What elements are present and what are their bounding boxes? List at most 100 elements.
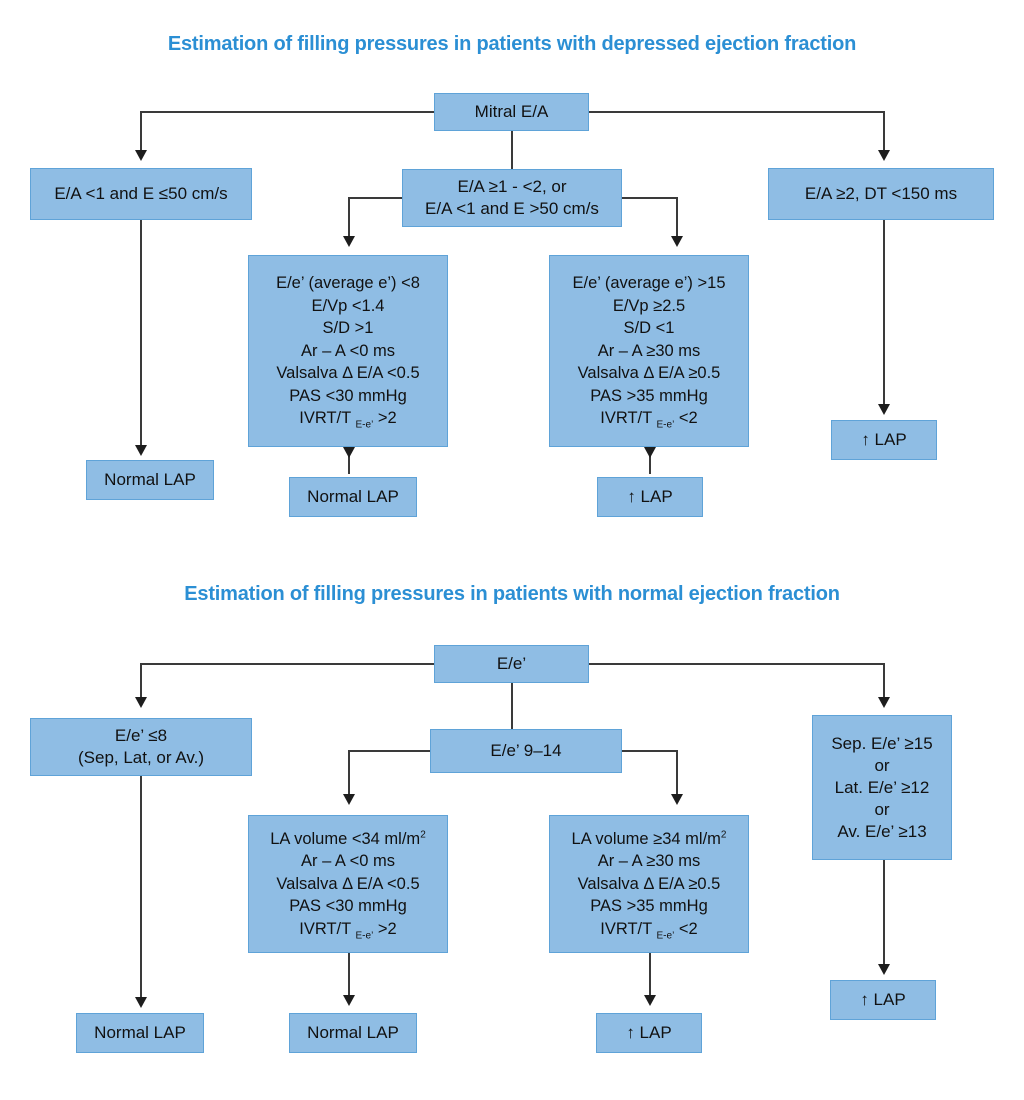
- s2-branch-b-line-1: E/e’ 9–14: [490, 741, 562, 760]
- s2-branch-c-line-5: Av. E/e’ ≥13: [837, 821, 927, 841]
- s2-root-left-arrow: [135, 697, 147, 708]
- s1-criteria-left-line-4: Ar – A <0 ms: [300, 341, 395, 360]
- s2-branch-a-arrow: [135, 997, 147, 1008]
- s1-criteria-right-line-7: IVRT/T E-e’ <2: [600, 409, 698, 431]
- section-1-title: Estimation of filling pressures in patie…: [167, 33, 857, 55]
- s1-branch-b-box[interactable]: E/A ≥1 - <2, or E/A <1 and E >50 cm/s: [402, 169, 622, 227]
- s2-outcome-b-left[interactable]: Normal LAP: [289, 1013, 417, 1053]
- s1-criteria-left-line-5: Valsalva Δ E/A <0.5: [276, 364, 420, 383]
- s1-criteria-left-stem: [348, 447, 350, 474]
- s2-criteria-left-line-5: IVRT/T E-e’ >2: [299, 919, 397, 942]
- s2-branch-b-right-arrow: [671, 794, 683, 805]
- s1-outcome-b-left[interactable]: Normal LAP: [289, 477, 417, 517]
- s1-outcome-c-label: ↑ LAP: [861, 430, 907, 449]
- s1-criteria-left-line-3: S/D >1: [322, 319, 374, 338]
- s2-root-right-line: [588, 663, 884, 665]
- s1-root-center-drop: [511, 131, 513, 169]
- s1-criteria-right-line-5: Valsalva Δ E/A ≥0.5: [577, 364, 721, 383]
- s1-outcome-b-right[interactable]: ↑ LAP: [597, 477, 703, 517]
- s2-branch-c-arrow: [878, 964, 890, 975]
- s1-branch-c-box[interactable]: E/A ≥2, DT <150 ms: [768, 168, 994, 220]
- s1-criteria-right-line-1: E/e’ (average e’) >15: [572, 274, 726, 293]
- s2-branch-c-line-4: or: [874, 799, 890, 819]
- s2-outcome-b-left-label: Normal LAP: [307, 1023, 399, 1042]
- s1-branch-b-right-arrow: [671, 236, 683, 247]
- s2-criteria-right-arrow: [644, 995, 656, 1006]
- s1-branch-b-line-2: E/A <1 and E >50 cm/s: [425, 199, 599, 218]
- s2-branch-b-box[interactable]: E/e’ 9–14: [430, 729, 622, 773]
- s1-outcome-a[interactable]: Normal LAP: [86, 460, 214, 500]
- s1-criteria-left-line-6: PAS <30 mmHg: [289, 386, 407, 405]
- s1-criteria-left-arrow: [343, 447, 355, 458]
- s1-branch-b-right-line: [621, 197, 677, 199]
- s2-branch-b-right-line: [621, 750, 677, 752]
- s1-criteria-left-line-2: E/Vp <1.4: [311, 296, 385, 315]
- s1-root-left-drop: [140, 111, 142, 154]
- s2-branch-b-left-drop: [348, 750, 350, 798]
- s1-criteria-right-stem: [649, 447, 651, 474]
- s2-branch-c-line-3: Lat. E/e’ ≥12: [834, 777, 930, 797]
- s2-branch-c-stem: [883, 860, 885, 968]
- s1-criteria-left[interactable]: E/e’ (average e’) <8 E/Vp <1.4 S/D >1 Ar…: [248, 255, 448, 447]
- s2-branch-a-box[interactable]: E/e’ ≤8 (Sep, Lat, or Av.): [30, 718, 252, 776]
- s2-criteria-left-line-4: PAS <30 mmHg: [289, 897, 407, 916]
- s1-root-left-line: [140, 111, 435, 113]
- s2-outcome-a[interactable]: Normal LAP: [76, 1013, 204, 1053]
- s2-branch-a-stem: [140, 776, 142, 1001]
- s2-branch-b-left-arrow: [343, 794, 355, 805]
- s1-branch-b-line-1: E/A ≥1 - <2, or: [457, 177, 567, 196]
- s2-criteria-left-line-2: Ar – A <0 ms: [300, 852, 395, 871]
- s2-criteria-right[interactable]: LA volume ≥34 ml/m2 Ar – A ≥30 ms Valsal…: [549, 815, 749, 953]
- s2-criteria-right-line-2: Ar – A ≥30 ms: [597, 852, 701, 871]
- s2-branch-b-left-line: [348, 750, 432, 752]
- s2-branch-c-box[interactable]: Sep. E/e’ ≥15 or Lat. E/e’ ≥12 or Av. E/…: [812, 715, 952, 860]
- s2-branch-a-line-1: E/e’ ≤8: [114, 726, 168, 745]
- s2-outcome-a-label: Normal LAP: [94, 1023, 186, 1042]
- s1-outcome-a-label: Normal LAP: [104, 470, 196, 489]
- s2-branch-c-line-1: Sep. E/e’ ≥15: [831, 733, 933, 753]
- s1-branch-a-stem: [140, 220, 142, 449]
- s2-branch-b-right-drop: [676, 750, 678, 798]
- s2-outcome-c-label: ↑ LAP: [860, 990, 906, 1009]
- s1-criteria-right-line-6: PAS >35 mmHg: [590, 386, 708, 405]
- s1-root-mitral-ea[interactable]: Mitral E/A: [434, 93, 589, 131]
- s2-criteria-left-line-1: LA volume <34 ml/m2: [270, 829, 426, 848]
- s1-branch-b-left-drop: [348, 197, 350, 240]
- s1-root-right-arrow: [878, 150, 890, 161]
- s2-root-e-over-e-prime[interactable]: E/e’: [434, 645, 589, 683]
- s1-outcome-c[interactable]: ↑ LAP: [831, 420, 937, 460]
- s2-criteria-left-stem: [348, 953, 350, 999]
- s1-criteria-left-line-1: E/e’ (average e’) <8: [276, 274, 420, 293]
- s1-branch-a-box[interactable]: E/A <1 and E ≤50 cm/s: [30, 168, 252, 220]
- s1-branch-b-right-drop: [676, 197, 678, 240]
- s2-criteria-left-line-3: Valsalva Δ E/A <0.5: [276, 874, 420, 893]
- s1-branch-c-line-1: E/A ≥2, DT <150 ms: [804, 184, 958, 203]
- s1-branch-c-arrow: [878, 404, 890, 415]
- s2-root-left-line: [140, 663, 435, 665]
- s2-criteria-right-line-4: PAS >35 mmHg: [590, 897, 708, 916]
- s1-criteria-right-line-2: E/Vp ≥2.5: [612, 296, 686, 315]
- s2-criteria-right-line-3: Valsalva Δ E/A ≥0.5: [577, 874, 721, 893]
- s2-outcome-c[interactable]: ↑ LAP: [830, 980, 936, 1020]
- s2-outcome-b-right[interactable]: ↑ LAP: [596, 1013, 702, 1053]
- s2-criteria-left-arrow: [343, 995, 355, 1006]
- s1-branch-a-arrow: [135, 445, 147, 456]
- s1-criteria-left-line-7: IVRT/T E-e’ >2: [299, 409, 397, 431]
- s1-root-right-line: [588, 111, 884, 113]
- s2-criteria-right-line-5: IVRT/T E-e’ <2: [600, 919, 698, 942]
- s1-outcome-b-left-label: Normal LAP: [307, 487, 399, 506]
- s1-branch-b-left-line: [348, 197, 404, 199]
- s2-root-right-drop: [883, 663, 885, 700]
- s1-root-right-drop: [883, 111, 885, 154]
- s1-criteria-right-line-4: Ar – A ≥30 ms: [597, 341, 701, 360]
- s2-criteria-left[interactable]: LA volume <34 ml/m2 Ar – A <0 ms Valsalv…: [248, 815, 448, 953]
- s2-root-left-drop: [140, 663, 142, 700]
- s1-root-left-arrow: [135, 150, 147, 161]
- s1-criteria-right-line-3: S/D <1: [623, 319, 675, 338]
- s1-criteria-right[interactable]: E/e’ (average e’) >15 E/Vp ≥2.5 S/D <1 A…: [549, 255, 749, 447]
- s2-root-right-arrow: [878, 697, 890, 708]
- s1-criteria-right-arrow: [644, 447, 656, 458]
- s1-branch-b-left-arrow: [343, 236, 355, 247]
- s1-branch-c-stem: [883, 220, 885, 408]
